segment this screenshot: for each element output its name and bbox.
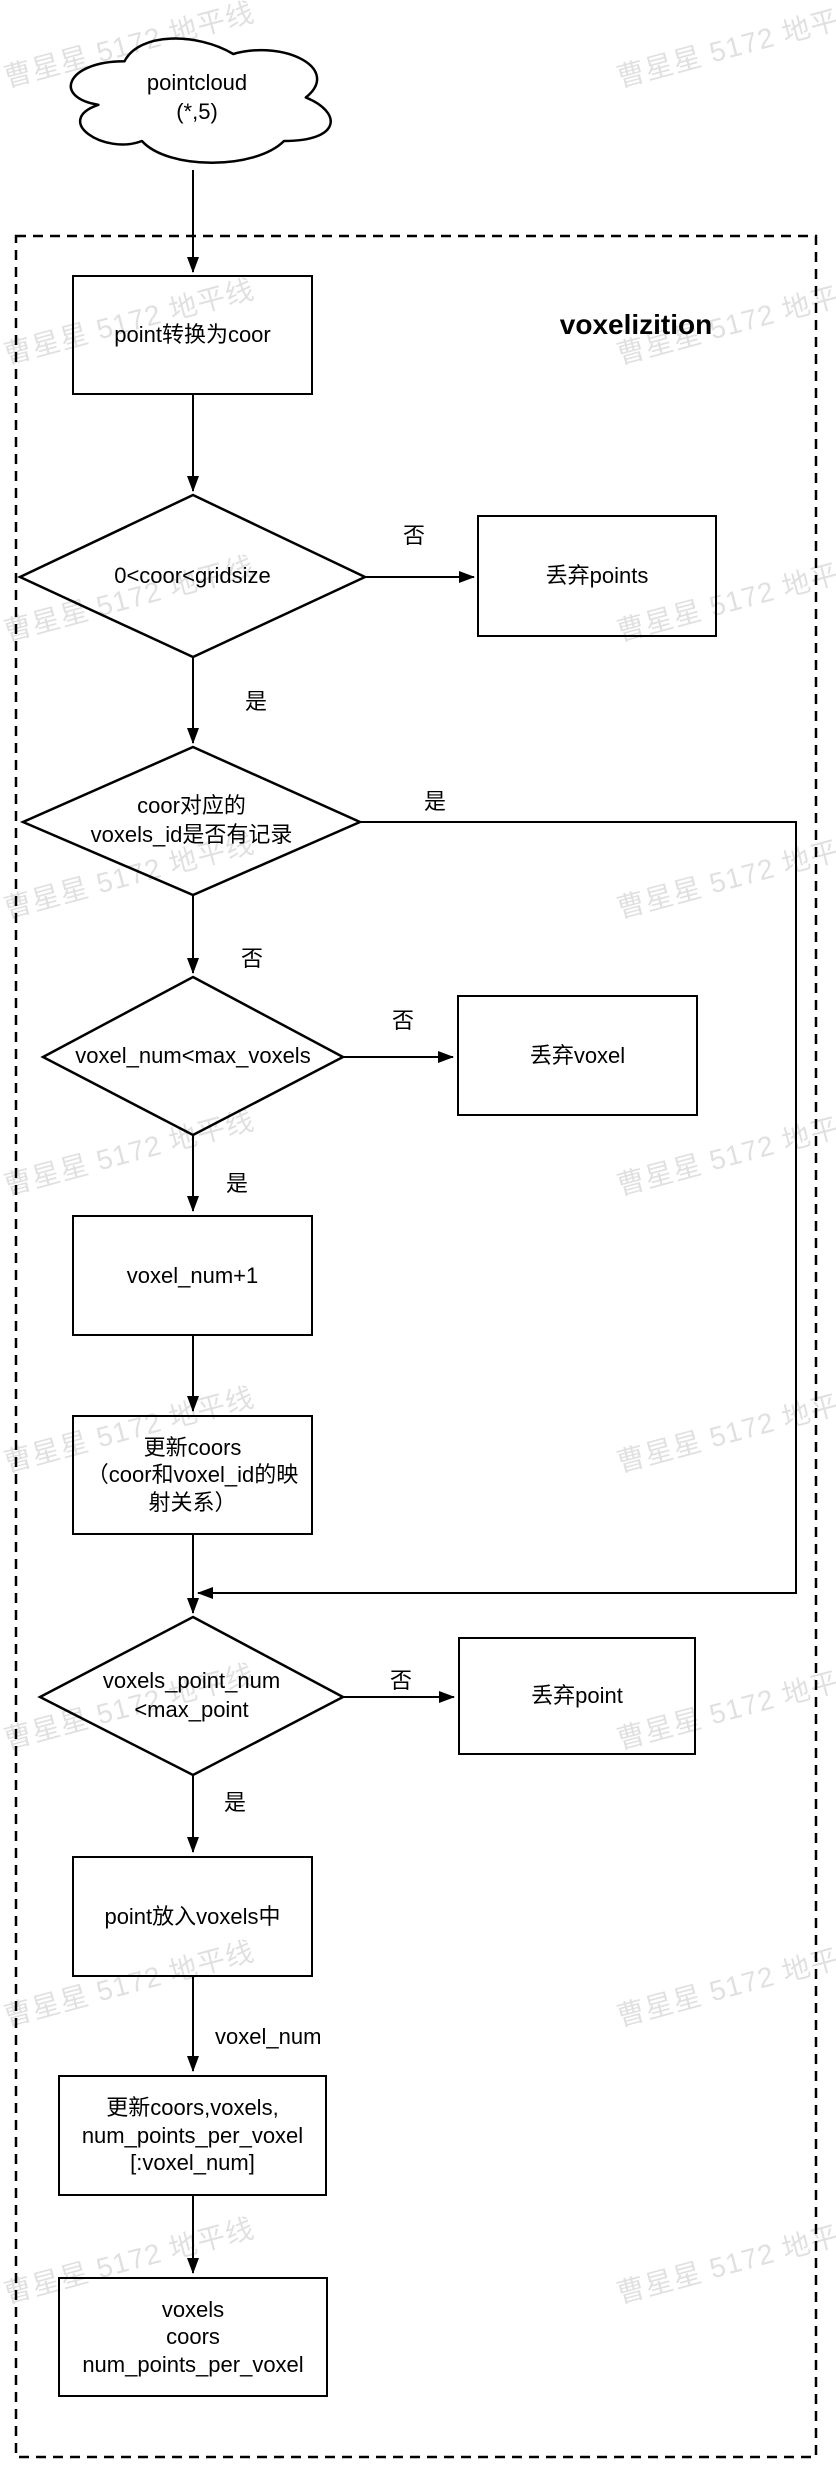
decision-maxpoint-shape — [37, 1615, 346, 1777]
process-voxel-num-plus-1: voxel_num+1 — [72, 1215, 313, 1336]
process-label-line3: 射关系） — [148, 1489, 237, 1515]
process-label: 丢弃point — [531, 1683, 623, 1709]
process-label-line1: 更新coors — [143, 1434, 242, 1460]
decision-maxvoxels-shape — [40, 975, 346, 1137]
edge-label-yes-recorded: 是 — [424, 789, 447, 814]
process-put-point-into-voxels: point放入voxels中 — [72, 1856, 313, 1977]
process-label: 丢弃points — [545, 563, 649, 589]
process-label-line1: 更新coors,voxels, — [106, 2095, 279, 2121]
edge-label-voxel-num: voxel_num — [215, 2024, 322, 2049]
container-title: voxelizition — [559, 309, 713, 340]
decision-recorded-shape — [19, 745, 364, 897]
process-label-line2: num_points_per_voxel — [81, 2122, 304, 2148]
process-convert-to-coor: point转换为coor — [72, 275, 313, 395]
edge-label-no-maxpoint: 否 — [390, 1668, 413, 1693]
process-label-line3: [:voxel_num] — [130, 2150, 255, 2176]
edge-label-yes-range: 是 — [245, 689, 268, 714]
process-discard-point: 丢弃point — [458, 1637, 696, 1755]
voxelization-boundary — [14, 234, 818, 2459]
edge-recorded-yes-loop — [197, 821, 797, 1599]
edge-label-no-recorded: 否 — [241, 946, 264, 971]
process-label-line3: num_points_per_voxel — [82, 2351, 304, 2377]
process-update-coors: 更新coors （coor和voxel_id的映 射关系） — [72, 1415, 313, 1535]
process-discard-points: 丢弃points — [477, 515, 717, 637]
edge-label-yes-maxpoint: 是 — [224, 1790, 247, 1815]
process-label-line2: coors — [166, 2324, 220, 2350]
edge-label-no-maxvoxels: 否 — [392, 1008, 415, 1033]
cloud-shape — [69, 37, 332, 164]
process-update-outputs: 更新coors,voxels, num_points_per_voxel [:v… — [58, 2075, 327, 2196]
process-label-line2: （coor和voxel_id的映 — [86, 1462, 299, 1488]
terminal-outputs: voxels coors num_points_per_voxel — [58, 2277, 328, 2397]
process-label-line1: voxels — [161, 2296, 225, 2322]
cloud-label-line2: (*,5) — [176, 98, 218, 124]
decision-range-shape — [17, 493, 368, 659]
edge-label-yes-maxvoxels: 是 — [226, 1171, 249, 1196]
process-label: point放入voxels中 — [104, 1903, 281, 1929]
cloud-node: pointcloud (*,5) — [52, 25, 342, 170]
cloud-label-line1: pointcloud — [146, 69, 248, 95]
edge-label-no-range: 否 — [403, 523, 426, 548]
process-label: voxel_num+1 — [126, 1262, 259, 1288]
process-label: 丢弃voxel — [529, 1042, 626, 1068]
process-discard-voxel: 丢弃voxel — [457, 995, 698, 1116]
process-label: point转换为coor — [114, 322, 271, 348]
